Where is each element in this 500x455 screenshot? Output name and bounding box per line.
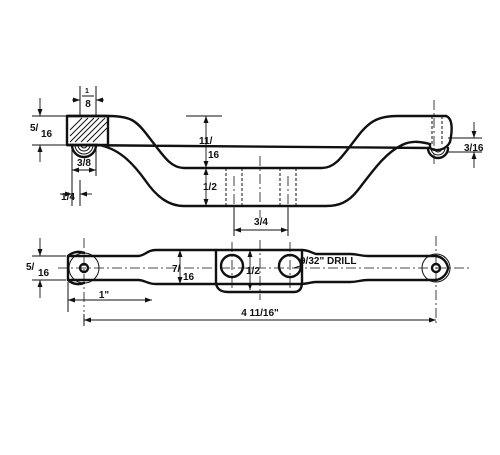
middle-hub	[214, 248, 304, 294]
dim-eleven-sixteenths-den: 16	[208, 150, 220, 161]
dim-three-eighths: 3/8	[77, 158, 91, 169]
dim-one-inch: 1"	[99, 290, 110, 301]
plan-dimensions: 5/ 16 7/ 16 1/2 9/32" DRILL 1" 4 11/16"	[26, 238, 436, 326]
plan-view	[58, 236, 470, 326]
hidden-holes-top	[225, 116, 443, 206]
plan-outline	[66, 248, 438, 286]
plan-right-end	[434, 254, 450, 282]
dim-one-half-bot: 1/2	[246, 266, 260, 277]
dim-three-sixteenths: 3/16	[464, 143, 484, 154]
dim-seven-sixteenths-num: 7/	[172, 264, 181, 275]
left-end-block	[65, 114, 110, 147]
dim-five-sixteenths-top-num: 5/	[30, 123, 39, 134]
dim-five-sixteenths-top-den: 16	[41, 129, 53, 140]
dim-one-quarter: 1/4	[61, 192, 75, 203]
dim-overall-length: 4 11/16"	[241, 308, 279, 319]
dim-five-sixteenths-bot-den: 16	[38, 268, 50, 279]
crank-body-outline	[65, 114, 448, 208]
dim-eleven-sixteenths-num: 11/	[199, 136, 213, 147]
dim-seven-sixteenths-den: 16	[183, 272, 195, 283]
dim-one-half-top: 1/2	[203, 182, 217, 193]
elevation-view	[65, 100, 453, 218]
left-block-hatching	[69, 117, 108, 143]
dim-five-sixteenths-bot-num: 5/	[26, 262, 35, 273]
dim-one-eighth-num: 1	[85, 88, 89, 95]
drill-note: 9/32" DRILL	[300, 256, 356, 267]
right-end-cap	[428, 114, 453, 152]
elevation-dimensions: 1 8 5/ 16 3/8 1/4 11/ 16 1/2 3/4	[30, 86, 484, 236]
plan-left-end	[66, 250, 86, 286]
dim-three-quarters: 3/4	[254, 217, 268, 228]
dim-one-eighth-den: 8	[85, 99, 91, 110]
left-boss	[70, 143, 98, 159]
